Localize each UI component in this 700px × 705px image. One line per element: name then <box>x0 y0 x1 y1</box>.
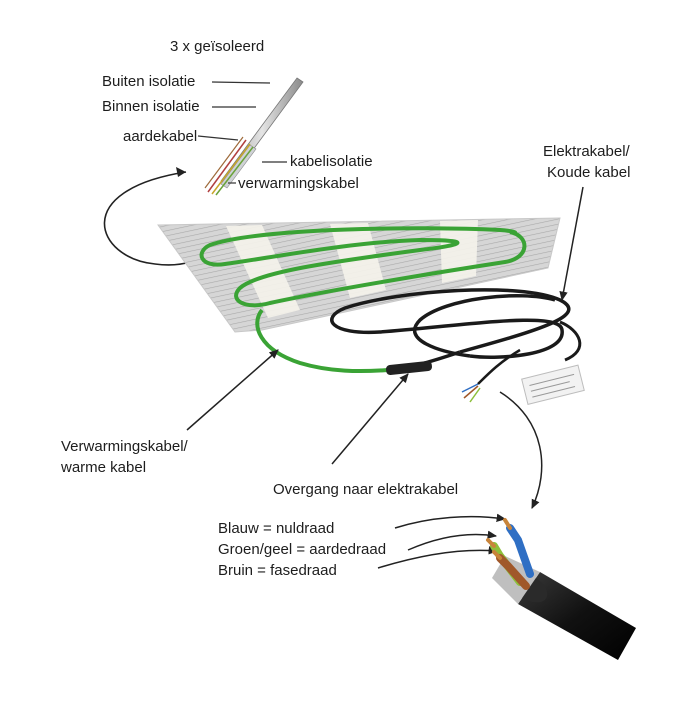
detail-arrow <box>103 171 191 266</box>
blue-wire <box>506 524 534 578</box>
heating-cable-label-2: warme kabel <box>61 459 147 476</box>
cable-end-closeup <box>486 518 636 660</box>
cable-tag <box>521 364 585 405</box>
heating-mat <box>157 217 561 374</box>
blue-wire-label: Blauw = nuldraad <box>218 520 335 537</box>
brown-wire-label: Bruin = fasedraad <box>218 562 337 579</box>
label-arrows <box>186 186 584 569</box>
cable-insulation-label: kabelisolatie <box>290 153 373 170</box>
electric-cable-label-2: Koude kabel <box>547 164 631 181</box>
heating-cable <box>199 226 527 308</box>
electric-cable-label-1: Elektrakabel/ <box>543 143 630 160</box>
earth-cable-label: aardekabel <box>123 128 198 145</box>
transition-joint <box>385 361 433 375</box>
cross-section-leaders <box>197 81 287 184</box>
inner-insulation-label: Binnen isolatie <box>102 98 200 115</box>
outer-insulation-label: Buiten isolatie <box>102 73 196 90</box>
title-insulated: 3 x geïsoleerd <box>170 38 265 55</box>
small-wire-ends <box>461 383 481 403</box>
cable-cross-section <box>204 77 304 196</box>
transition-label: Overgang naar elektrakabel <box>273 481 459 498</box>
heating-core-label: verwarmingskabel <box>238 175 359 192</box>
heating-cable-label-1: Verwarmingskabel/ <box>61 438 188 455</box>
green-yellow-wire-label: Groen/geel = aardedraad <box>218 541 387 558</box>
brown-wire <box>496 554 530 590</box>
